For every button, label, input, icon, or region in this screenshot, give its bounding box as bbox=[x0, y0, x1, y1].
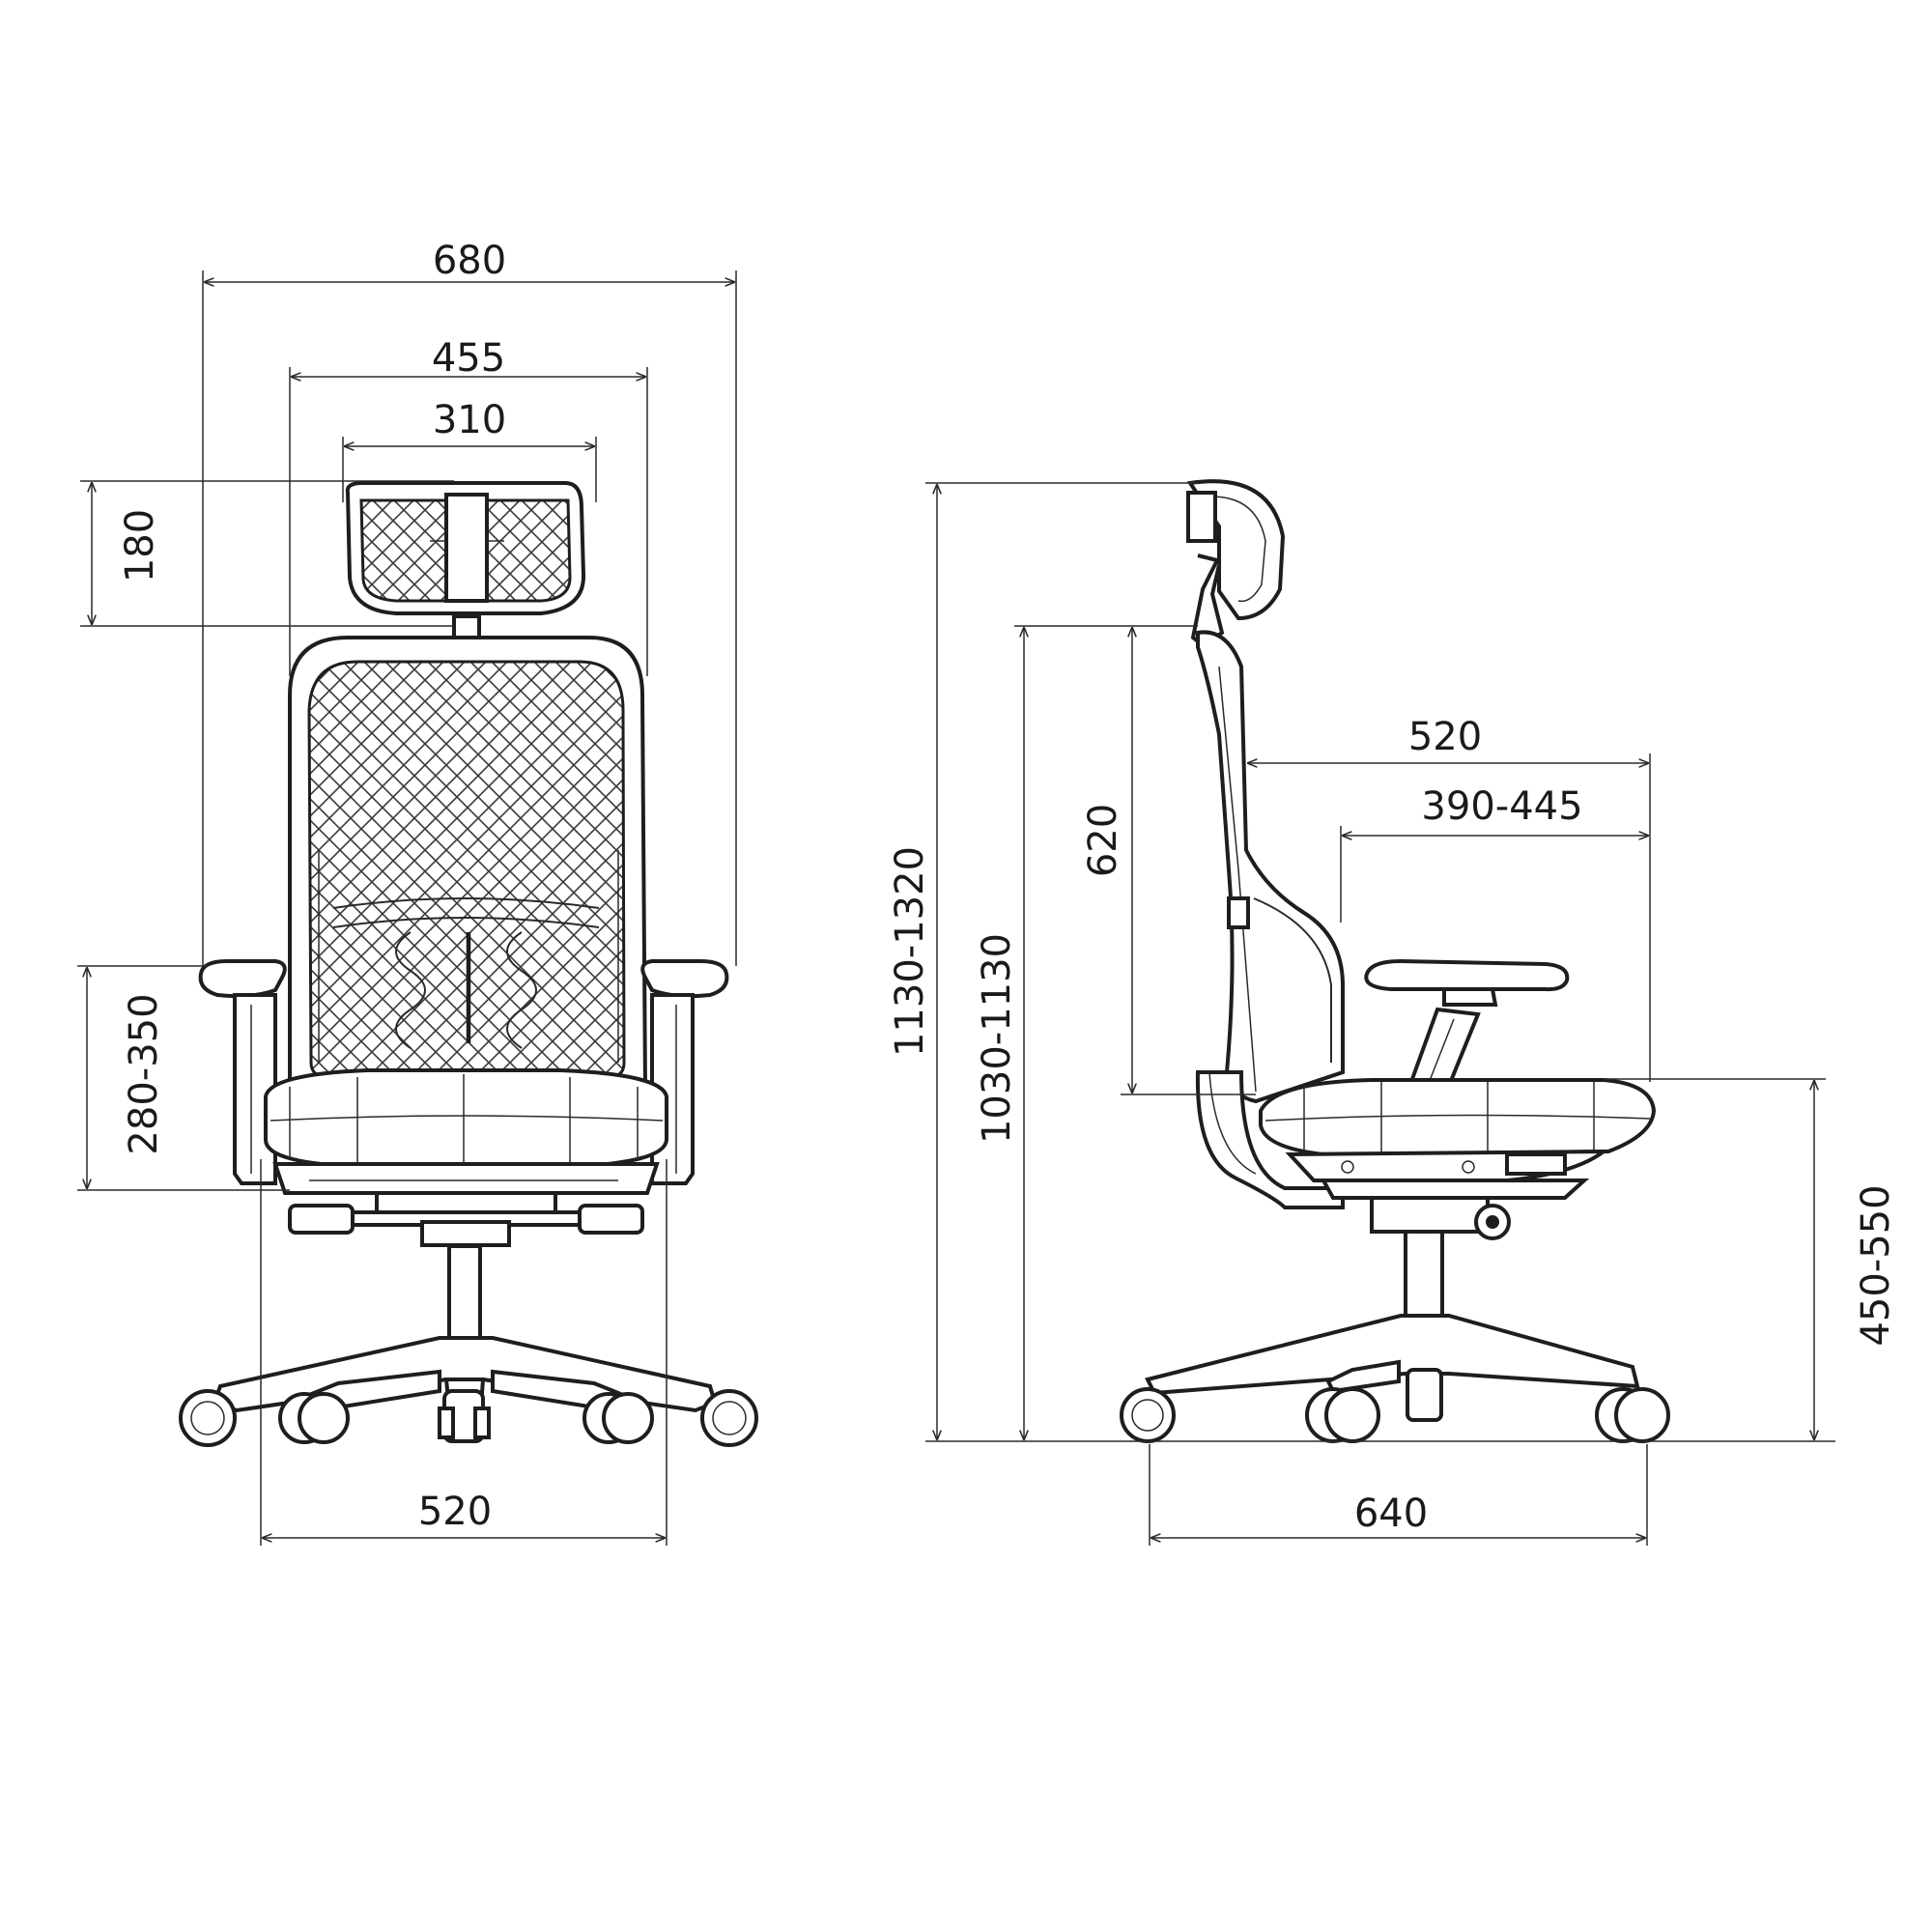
dimension-base-depth: 640 bbox=[1149, 1444, 1648, 1546]
dimension-headrest-height: 180 bbox=[80, 480, 454, 627]
label-overall-height: 1130-1320 bbox=[888, 846, 932, 1057]
side-backrest bbox=[1195, 630, 1345, 1209]
front-casters bbox=[179, 1389, 758, 1447]
dimension-headrest-width: 310 bbox=[342, 398, 597, 502]
front-mechanism bbox=[288, 1191, 644, 1247]
dimension-seat-height: 450-550 bbox=[1604, 1078, 1898, 1439]
label-overall-width: 680 bbox=[433, 239, 506, 283]
front-headrest bbox=[345, 481, 586, 639]
dimension-backrest-width: 455 bbox=[289, 336, 648, 676]
label-armrest-height: 280-350 bbox=[122, 993, 166, 1154]
label-base-width: 520 bbox=[418, 1490, 492, 1534]
front-backrest bbox=[288, 636, 648, 1094]
side-headrest bbox=[1186, 479, 1286, 648]
side-gas-lift bbox=[1404, 1230, 1444, 1325]
dimension-base-width: 520 bbox=[260, 1159, 668, 1546]
dimension-seat-depth: 520 bbox=[1248, 715, 1651, 1082]
front-view: 680 455 310 180 280-350 520 bbox=[77, 239, 758, 1546]
side-mechanism bbox=[1320, 1179, 1590, 1240]
label-base-depth: 640 bbox=[1354, 1492, 1428, 1536]
label-seat-height: 450-550 bbox=[1854, 1184, 1898, 1346]
dimension-seat-depth-adjust: 390-445 bbox=[1340, 784, 1648, 923]
dimension-height-without-headrest: 1030-1130 bbox=[975, 625, 1198, 1439]
side-view: 1130-1320 1030-1130 620 520 390-445 450-… bbox=[888, 479, 1898, 1546]
label-headrest-width: 310 bbox=[433, 398, 506, 442]
label-backrest-width: 455 bbox=[432, 336, 505, 381]
front-seat bbox=[264, 1068, 668, 1195]
side-seat bbox=[1259, 1078, 1657, 1182]
dimension-armrest-height: 280-350 bbox=[77, 965, 290, 1191]
label-headrest-height: 180 bbox=[118, 509, 162, 582]
label-backrest-height: 620 bbox=[1081, 804, 1125, 877]
dimension-overall-width: 680 bbox=[202, 239, 737, 966]
label-seat-depth: 520 bbox=[1408, 715, 1482, 759]
front-gas-lift bbox=[447, 1244, 482, 1345]
label-seat-depth-adjust: 390-445 bbox=[1421, 784, 1582, 829]
side-casters bbox=[1120, 1387, 1670, 1443]
dimension-backrest-height: 620 bbox=[1081, 628, 1256, 1095]
side-base bbox=[1145, 1314, 1640, 1422]
label-height-without-headrest: 1030-1130 bbox=[975, 933, 1019, 1144]
dimension-overall-height: 1130-1320 bbox=[888, 482, 1835, 1442]
